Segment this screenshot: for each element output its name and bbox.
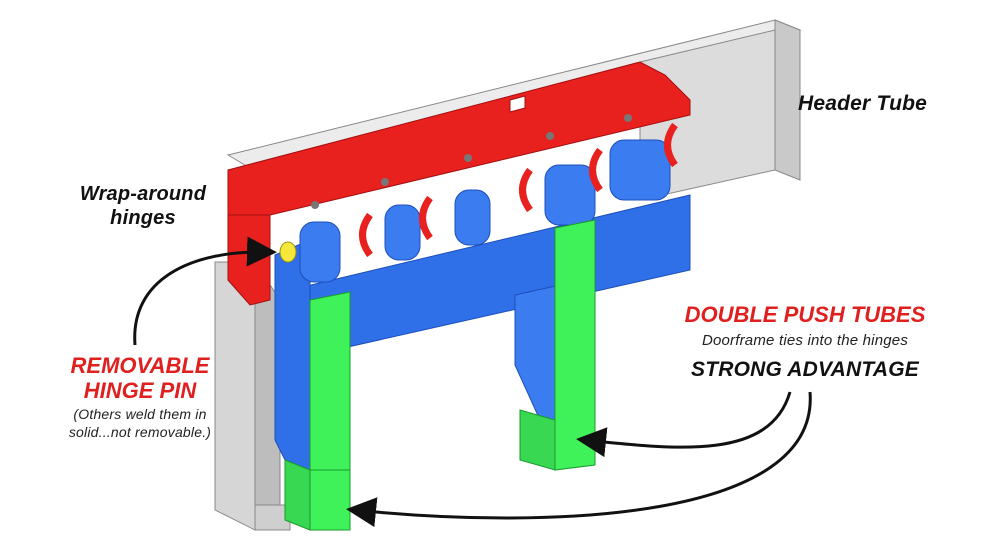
removable-hinge-pin — [279, 241, 297, 263]
push-tubes — [284, 219, 596, 531]
double-push-tubes-label: DOUBLE PUSH TUBES — [684, 302, 926, 327]
callout-arrows — [133, 236, 812, 528]
removable-pin-line-1: REMOVABLE — [70, 353, 210, 378]
pin-note-line-2: solid...not removable.) — [68, 424, 212, 440]
arrow-to-hinge-pin — [133, 236, 277, 346]
arrow-to-left-push-tube — [346, 391, 812, 528]
doorframe-note: Doorframe ties into the hinges — [701, 332, 909, 349]
strong-advantage-label: STRONG ADVANTAGE — [691, 358, 919, 381]
pin-note: (Others weld them in solid...not removab… — [40, 405, 240, 441]
removable-pin-line-2: HINGE PIN — [83, 378, 197, 403]
pin-note-line-1: (Others weld them in — [73, 406, 207, 422]
wrap-around-hinges-label: Wrap-around hinges — [78, 182, 208, 230]
wrap-around-line-2: hinges — [110, 207, 176, 229]
arrow-to-right-push-tube — [576, 391, 792, 458]
wrap-around-line-1: Wrap-around — [79, 183, 207, 205]
removable-hinge-pin-label: REMOVABLE HINGE PIN — [40, 353, 240, 403]
left-jamb-tube — [214, 260, 291, 531]
hinge-knuckles — [299, 139, 671, 283]
header-tube-label: Header Tube — [798, 92, 928, 115]
